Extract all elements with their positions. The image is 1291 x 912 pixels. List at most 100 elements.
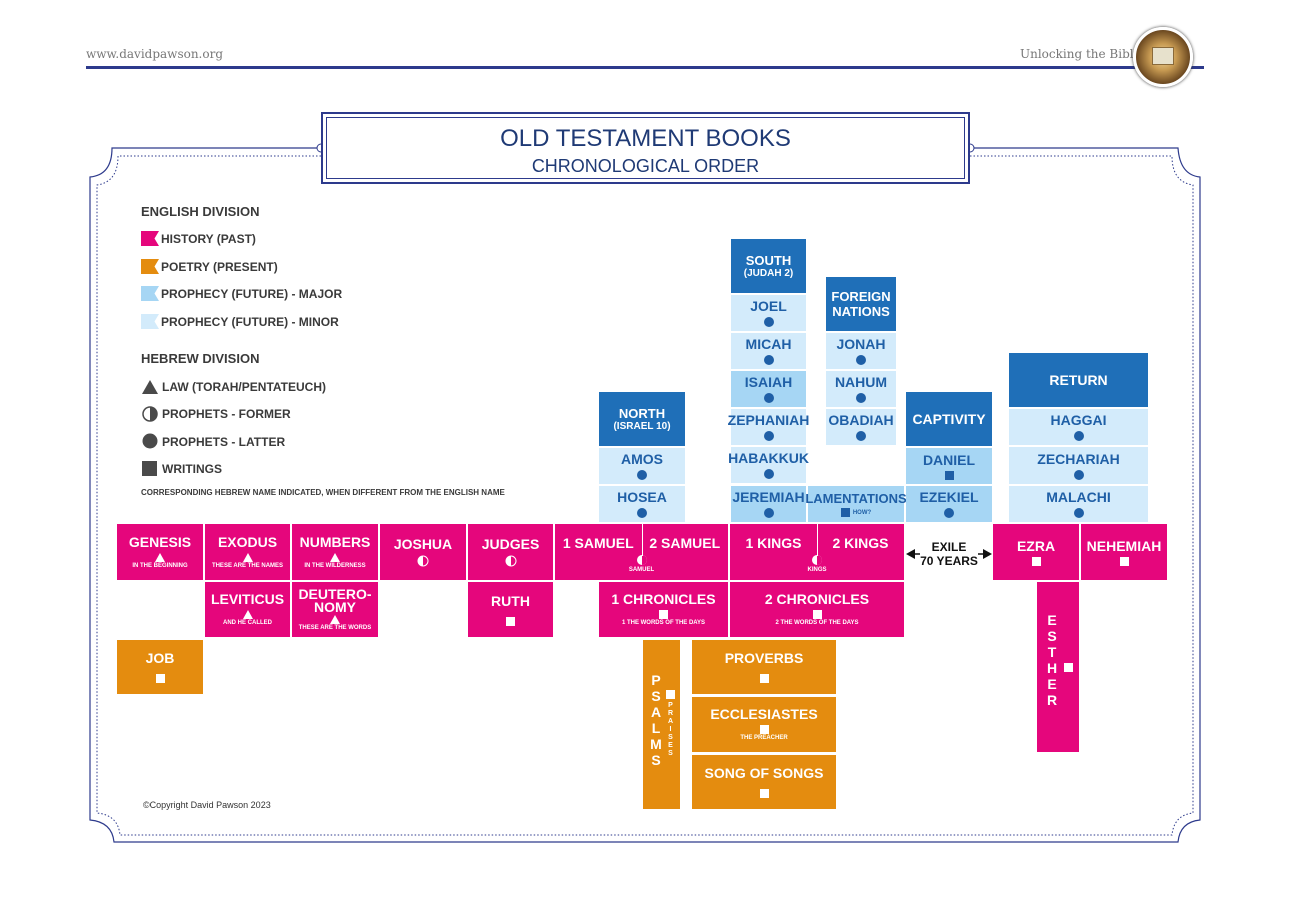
book-name: JUDGES — [481, 536, 540, 552]
writings-square-icon — [666, 690, 675, 699]
book-hosea: HOSEA — [599, 486, 685, 522]
psalms-letters: P S A L M S — [649, 672, 663, 768]
book-name: RUTH — [491, 592, 530, 609]
exile-arrow-icon — [906, 549, 992, 559]
book-name: EXODUS — [217, 533, 278, 550]
poetry-flag-icon — [141, 259, 159, 274]
header-rule — [86, 66, 1204, 69]
latter-prophets-circle-icon — [1073, 469, 1084, 480]
letter: E — [1047, 612, 1057, 628]
book-malachi: MALACHI — [1009, 486, 1148, 522]
writings-square-icon — [1119, 556, 1129, 566]
book-nehemiah: NEHEMIAH — [1081, 524, 1167, 580]
book-name: NAHUM — [834, 374, 888, 390]
foreign-nations-heading: FOREIGN NATIONS — [826, 277, 896, 331]
major-prophecy-flag-icon — [141, 286, 159, 301]
divider — [817, 524, 818, 556]
exile-label: EXILE 70 YEARS — [906, 540, 992, 568]
law-triangle-icon — [242, 552, 253, 562]
former-prophets-icon — [812, 555, 822, 565]
book-name: JONAH — [836, 336, 886, 352]
hebrew-name: 2 THE WORDS OF THE DAYS — [775, 620, 859, 626]
book-samuel: 1 SAMUEL 2 SAMUEL SAMUEL — [555, 524, 728, 580]
book-name-1kings: 1 KINGS — [745, 535, 802, 551]
heading-line1: SOUTH — [745, 253, 792, 268]
letter: P — [668, 702, 673, 709]
book-zechariah: ZECHARIAH — [1009, 447, 1148, 484]
book-name: 2 CHRONICLES — [764, 591, 870, 607]
letter: S — [651, 688, 661, 704]
legend-note: CORRESPONDING HEBREW NAME INDICATED, WHE… — [141, 488, 505, 497]
book-name: JOB — [145, 650, 175, 666]
letter: T — [1047, 644, 1057, 660]
letter: S — [668, 750, 673, 757]
former-prophets-icon — [636, 555, 647, 565]
book-joel: JOEL — [731, 295, 806, 331]
book-haggai: HAGGAI — [1009, 409, 1148, 445]
book-song-of-songs: SONG OF SONGS — [692, 755, 836, 809]
letter: M — [650, 736, 662, 752]
latter-prophets-circle-icon — [856, 393, 866, 403]
letter: E — [1047, 676, 1057, 692]
book-name: ZECHARIAH — [1037, 450, 1120, 467]
north-heading: NORTH (ISRAEL 10) — [599, 392, 685, 446]
latter-prophets-circle-icon — [856, 431, 866, 441]
esther-letters: E S T H E R — [1045, 612, 1059, 708]
legend-latter: PROPHETS - LATTER — [162, 435, 286, 449]
latter-prophets-circle-icon — [637, 470, 647, 480]
minor-prophecy-flag-icon — [141, 314, 159, 329]
heading-line2: NATIONS — [832, 304, 890, 319]
return-heading: RETURN — [1009, 353, 1148, 407]
law-triangle-icon — [155, 552, 165, 562]
book-name: DANIEL — [922, 451, 976, 468]
book-amos: AMOS — [599, 448, 685, 484]
psalms-hebrew-name: P R A I S E S — [666, 702, 675, 758]
square-icon — [142, 461, 157, 476]
law-triangle-icon — [242, 610, 253, 619]
book-genesis: GENESIS IN THE BEGINNING — [117, 524, 203, 580]
book-nahum: NAHUM — [826, 371, 896, 407]
writings-square-icon — [155, 674, 165, 683]
book-name-2kings: 2 KINGS — [832, 535, 889, 551]
book-name: PROVERBS — [724, 650, 804, 666]
hebrew-name: IN THE BEGINNING — [132, 562, 188, 569]
book-name: OBADIAH — [828, 412, 894, 428]
title-box: OLD TESTAMENT BOOKS CHRONOLOGICAL ORDER — [321, 112, 970, 184]
book-obadiah: OBADIAH — [826, 409, 896, 445]
legend-former: PROPHETS - FORMER — [162, 407, 291, 421]
triangle-icon — [142, 380, 158, 394]
book-name: SONG OF SONGS — [704, 765, 824, 781]
book-jeremiah: JEREMIAH — [731, 486, 806, 522]
book-2-chronicles: 2 CHRONICLES 2 THE WORDS OF THE DAYS — [730, 582, 904, 637]
legend-minor: PROPHECY (FUTURE) - MINOR — [161, 315, 339, 329]
book-1-chronicles: 1 CHRONICLES 1 THE WORDS OF THE DAYS — [599, 582, 728, 637]
letter: R — [667, 710, 674, 717]
history-flag-icon — [141, 231, 159, 246]
book-name-part1: DEUTERO- — [298, 585, 372, 602]
legend-major: PROPHECY (FUTURE) - MAJOR — [161, 287, 343, 301]
heading: RETURN — [1049, 371, 1108, 388]
letter: P — [651, 672, 661, 688]
hebrew-name: IN THE WILDERNESS — [304, 562, 366, 569]
chart-title: OLD TESTAMENT BOOKS — [500, 125, 791, 152]
book-lamentations: LAMENTATIONS HOW? — [805, 486, 907, 522]
hebrew-name: KINGS — [807, 567, 827, 573]
copyright: ©Copyright David Pawson 2023 — [143, 800, 271, 810]
heading-line1: NORTH — [618, 406, 666, 421]
hebrew-name: THESE ARE THE WORDS — [298, 624, 372, 631]
book-logo-icon — [1133, 27, 1193, 87]
exile-title: EXILE — [931, 540, 967, 554]
book-name: ISAIAH — [744, 374, 793, 390]
latter-prophets-circle-icon — [763, 393, 774, 403]
legend-law: LAW (TORAH/PENTATEUCH) — [162, 380, 326, 394]
latter-prophets-circle-icon — [637, 508, 647, 518]
exile-years: 70 YEARS — [920, 554, 978, 568]
writings-square-icon — [944, 470, 954, 480]
book-name-part2: NOMY — [314, 598, 356, 615]
book-ecclesiastes: ECCLESIASTES THE PREACHER — [692, 697, 836, 752]
heading-line1: FOREIGN — [831, 289, 891, 304]
book-name: HAGGAI — [1050, 412, 1107, 428]
latter-prophets-circle-icon — [944, 508, 954, 518]
book-name: MICAH — [745, 336, 792, 352]
hebrew-name: 1 THE WORDS OF THE DAYS — [621, 620, 706, 626]
